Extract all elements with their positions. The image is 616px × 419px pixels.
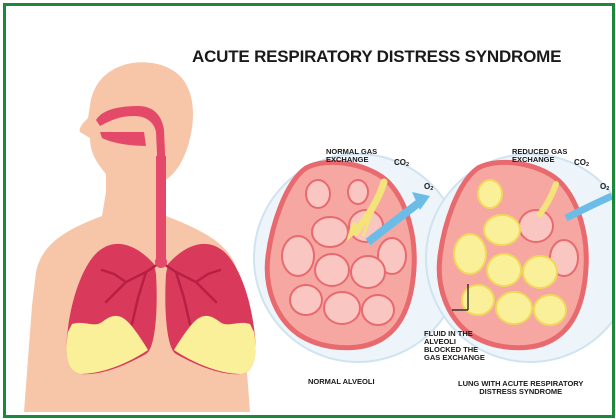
normal-gas-exchange-label: NORMAL GAS EXCHANGE [326,148,377,164]
fluid-in-alveoli-label: FLUID IN THE ALVEOLI BLOCKED THE GAS EXC… [424,330,485,362]
carina [155,256,167,268]
ards-caption: LUNG WITH ACUTE RESPIRATORY DISTRESS SYN… [458,380,583,396]
human-torso [24,62,256,412]
normal-o2-label: O2 [424,182,433,191]
ards-co2-label: CO2 [574,158,589,167]
normal-co2-label: CO2 [394,158,409,167]
reduced-gas-exchange-label: REDUCED GAS EXCHANGE [512,148,567,164]
diagram-frame: ACUTE RESPIRATORY DISTRESS SYNDROME NORM… [3,3,615,418]
diagram-title: ACUTE RESPIRATORY DISTRESS SYNDROME [192,47,561,67]
normal-alveoli-caption: NORMAL ALVEOLI [308,378,375,386]
illustration [6,6,612,415]
trachea [156,156,166,262]
ards-o2-label: O2 [600,182,609,191]
